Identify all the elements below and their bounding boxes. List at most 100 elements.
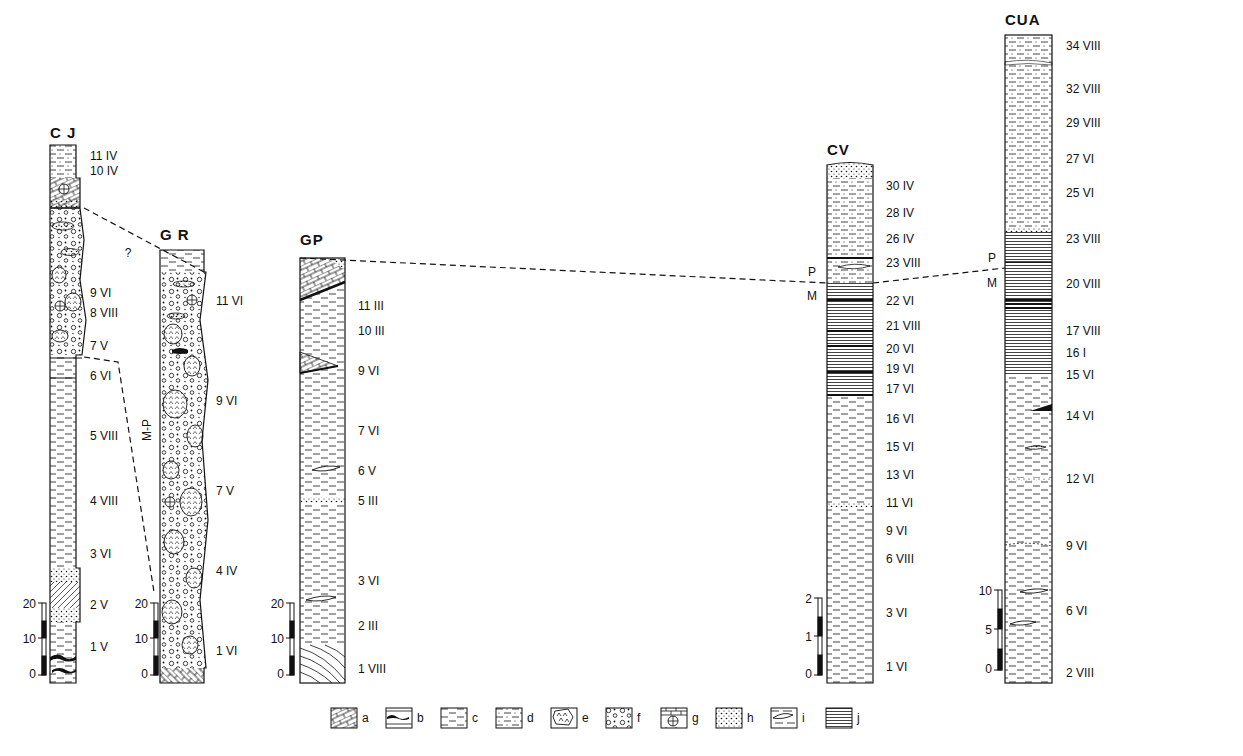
column-cj	[52, 222, 74, 230]
scale-bar	[290, 621, 294, 638]
legend-swatch	[661, 708, 687, 728]
column-cua	[1005, 232, 1052, 375]
sample-label: 4 VIII	[90, 492, 118, 508]
scale-bar	[286, 603, 290, 675]
legend-swatch	[826, 708, 852, 728]
scale-bar	[818, 617, 822, 636]
column-name: CUA	[1005, 11, 1041, 28]
scale-bar	[998, 649, 1002, 670]
column-name: G R	[160, 226, 190, 243]
column-gr	[173, 281, 195, 287]
sample-label: 17 VIII	[1066, 322, 1101, 338]
sample-label: 10 IV	[90, 162, 118, 178]
legend-letter: b	[417, 712, 424, 724]
sample-label: 2 VIII	[1066, 664, 1094, 680]
sample-label: 22 VI	[886, 292, 914, 308]
legend-swatch	[496, 708, 522, 728]
sample-label: 7 V	[216, 484, 234, 498]
sample-label: 3 VI	[358, 574, 379, 588]
sample-label: 9 VI	[886, 522, 907, 538]
legend-swatch	[551, 708, 577, 728]
scale-bar	[42, 621, 46, 638]
column-name: GP	[300, 232, 324, 248]
legend-letter: h	[747, 712, 754, 724]
legend-letter: d	[527, 712, 534, 724]
boundary-label: M-P	[140, 419, 154, 441]
sample-label: 3 VI	[886, 606, 907, 620]
legend-swatch	[660, 707, 688, 729]
sample-label: 20 VIII	[1066, 275, 1101, 291]
column-gr	[182, 636, 198, 654]
legend-item: f	[605, 707, 640, 729]
scale-number: 10	[271, 632, 284, 646]
legend-swatch	[826, 708, 852, 728]
sample-label: 10 IV	[90, 164, 118, 178]
column-cv	[827, 163, 873, 179]
sample-label: 23 VIII	[886, 256, 921, 270]
scale-number: 0	[985, 660, 992, 676]
sample-label: 2 III	[358, 619, 378, 633]
column-name: C J	[50, 124, 76, 141]
sample-label: 1 VI	[886, 658, 907, 674]
sample-label: 11 VI	[886, 494, 913, 510]
sample-label: 2 V	[90, 596, 108, 612]
column-cua	[1005, 375, 1052, 683]
sample-label: 4 VIII	[90, 494, 118, 508]
column-gp	[300, 497, 345, 503]
legend-letter: a	[362, 712, 369, 724]
sample-label: 34 VIII	[1066, 37, 1101, 53]
boundary-label: M	[807, 289, 817, 303]
scale-number: 2	[805, 590, 812, 606]
sample-label: 11 IV	[90, 147, 117, 163]
sample-label: 11 III	[358, 299, 384, 313]
sample-label: 11 VI	[216, 292, 243, 308]
legend-swatch	[606, 708, 632, 728]
legend-item: g	[660, 707, 699, 729]
column-name: G R	[160, 227, 190, 243]
legend-swatch	[825, 707, 853, 729]
scale-number: 0	[141, 667, 148, 681]
column-gr	[187, 425, 203, 447]
sample-label: 5 III	[358, 494, 378, 508]
column-cj	[50, 145, 76, 178]
legend-swatch	[716, 708, 742, 728]
sample-label: 6 VIII	[886, 552, 914, 566]
sample-label: 9 VI	[90, 286, 111, 300]
sample-label: 10 III	[358, 322, 385, 338]
column-cj	[50, 145, 86, 683]
legend-swatch	[386, 708, 412, 728]
legend-swatch	[606, 708, 632, 728]
column-gp	[300, 282, 345, 683]
scale-number: 1	[805, 628, 812, 644]
scale-number: 10	[271, 630, 284, 646]
scale-number: 10	[135, 630, 148, 646]
column-cj	[50, 358, 82, 359]
column-gr	[184, 356, 200, 376]
column-cua	[1005, 478, 1052, 481]
column-gp	[306, 596, 336, 601]
column-cj	[50, 145, 86, 683]
sample-label: 6 VI	[1066, 602, 1087, 618]
sample-label: 9 VI	[886, 524, 907, 538]
scale-bar	[998, 609, 1002, 629]
column-gr	[160, 250, 204, 272]
sample-label: 17 VI	[886, 382, 914, 396]
sample-label: 30 IV	[886, 177, 914, 193]
sample-label: 5 VIII	[90, 429, 118, 443]
sample-label: 7 V	[90, 339, 108, 353]
sample-label: 1 VIII	[358, 660, 386, 676]
scale-number: 1	[805, 630, 812, 644]
column-cv	[827, 163, 873, 684]
legend-letter: f	[637, 712, 640, 724]
column-cv	[827, 163, 873, 684]
scale-bar	[42, 603, 46, 675]
sample-label: 6 VI	[90, 369, 111, 383]
scale-number: 10	[23, 632, 36, 646]
sample-label: 25 VI	[1066, 184, 1094, 200]
legend-swatch	[440, 707, 468, 729]
scale-bar	[994, 590, 998, 670]
column-gr	[163, 461, 179, 479]
sample-label: 11 IV	[90, 149, 117, 163]
scale-number: 0	[805, 667, 812, 681]
